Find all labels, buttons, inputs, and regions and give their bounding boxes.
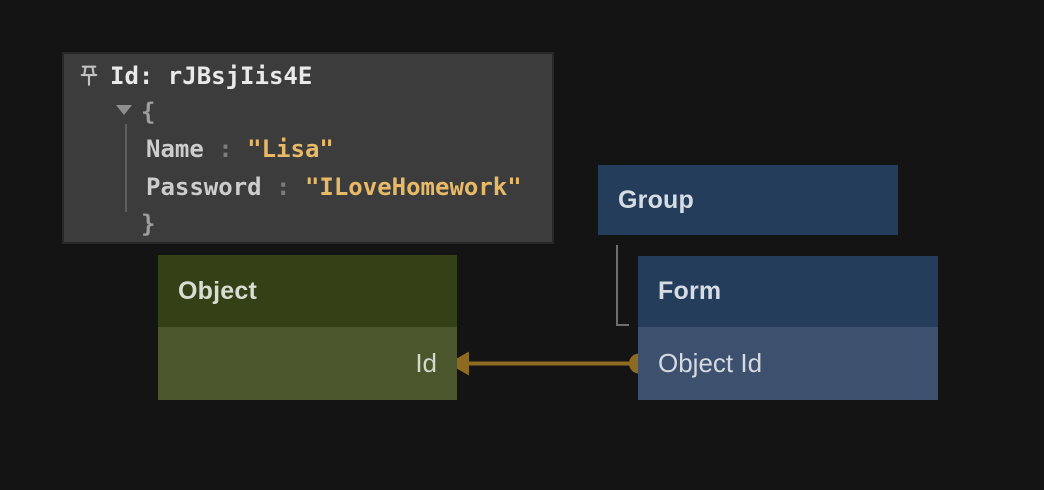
connection-object-id[interactable]	[448, 351, 649, 376]
node-object-field-id[interactable]: Id	[158, 327, 457, 400]
json-field-name: Name : "Lisa"	[146, 134, 334, 164]
tooltip-title: Id: rJBsjIis4E	[110, 62, 313, 90]
json-string-value: "Lisa"	[247, 135, 334, 163]
node-object[interactable]: Object Id	[158, 255, 457, 400]
node-group[interactable]: Group	[598, 165, 898, 235]
pin-icon[interactable]	[79, 64, 99, 88]
json-key: Password	[146, 173, 262, 201]
pinned-value-tooltip: Id: rJBsjIis4E { Name : "Lisa" Password …	[62, 52, 554, 244]
json-indent-guide	[125, 124, 127, 212]
json-close-brace: }	[141, 210, 156, 238]
collapse-triangle-icon[interactable]	[116, 105, 132, 115]
field-object-id-label: Object Id	[658, 348, 763, 378]
group-form-link	[616, 245, 629, 326]
json-field-password: Password : "ILoveHomework"	[146, 172, 522, 202]
node-group-header[interactable]: Group	[598, 165, 898, 235]
node-form-title: Form	[658, 277, 722, 305]
node-form-field-object-id[interactable]: Object Id	[638, 327, 938, 400]
json-string-value: "ILoveHomework"	[304, 173, 522, 201]
json-separator: :	[261, 173, 305, 201]
json-separator: :	[203, 135, 248, 163]
field-id-label: Id	[415, 348, 437, 378]
node-object-title: Object	[178, 276, 257, 305]
node-form-header[interactable]: Form	[638, 256, 938, 327]
json-open-brace: {	[141, 98, 156, 126]
node-form[interactable]: Form Object Id	[638, 256, 938, 400]
node-object-header[interactable]: Object	[158, 255, 457, 327]
json-key: Name	[146, 135, 204, 163]
node-group-title: Group	[618, 185, 694, 214]
